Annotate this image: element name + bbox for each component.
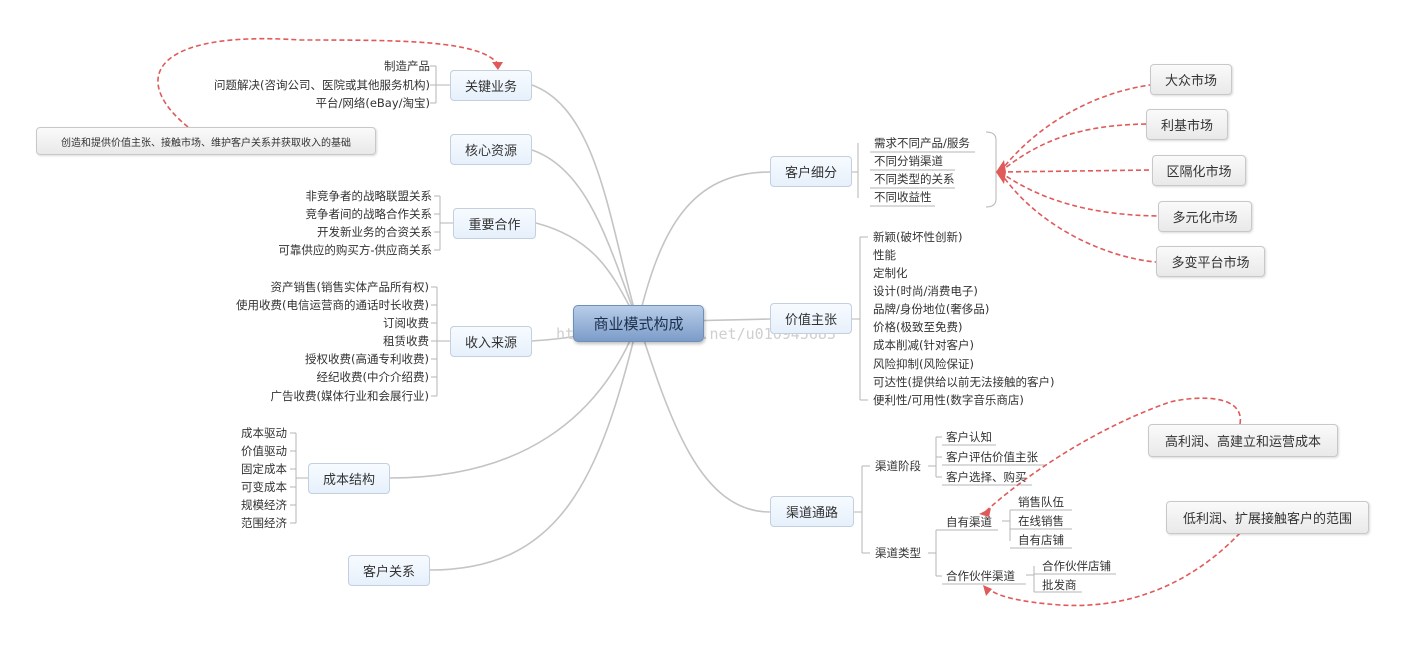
leaf-cost-4: 可变成本: [241, 480, 287, 494]
leaf-value-1: 新颖(破坏性创新): [873, 230, 963, 244]
node-key-activities[interactable]: 关键业务: [450, 70, 532, 101]
leaf-value-5: 品牌/身份地位(奢侈品): [873, 302, 990, 316]
node-customer-segments[interactable]: 客户细分: [770, 156, 852, 187]
leaf-cost-3: 固定成本: [241, 462, 287, 476]
leaf-value-3: 定制化: [873, 266, 908, 280]
node-cost-structure[interactable]: 成本结构: [308, 463, 390, 494]
leaf-stage-3: 客户选择、购买: [946, 470, 1027, 484]
node-customer-relationships[interactable]: 客户关系: [348, 555, 430, 586]
leaf-value-8: 风险抑制(风险保证): [873, 357, 974, 371]
leaf-stage-2: 客户评估价值主张: [946, 450, 1038, 464]
node-value-propositions[interactable]: 价值主张: [770, 303, 852, 334]
note-low-profit[interactable]: 低利润、扩展接触客户的范围: [1166, 501, 1369, 534]
leaf-key-activity-2: 问题解决(咨询公司、医院或其他服务机构): [214, 78, 430, 92]
channel-stage-label: 渠道阶段: [875, 459, 921, 473]
leaf-partner-1: 非竞争者的战略联盟关系: [305, 189, 433, 203]
leaf-segment-1: 需求不同产品/服务: [874, 136, 970, 150]
market-segmented[interactable]: 区隔化市场: [1152, 155, 1246, 186]
note-high-profit[interactable]: 高利润、高建立和运营成本: [1148, 424, 1338, 457]
leaf-value-6: 价格(极致至免费): [873, 320, 963, 334]
leaf-cost-6: 范围经济: [241, 516, 287, 530]
leaf-revenue-4: 租赁收费: [383, 334, 429, 348]
leaf-partner-3: 开发新业务的合资关系: [317, 225, 432, 239]
node-key-partners[interactable]: 重要合作: [453, 208, 536, 239]
leaf-partner-channel-2: 批发商: [1042, 578, 1077, 592]
leaf-revenue-7: 广告收费(媒体行业和会展行业): [270, 389, 429, 403]
node-channels[interactable]: 渠道通路: [770, 496, 854, 527]
market-niche[interactable]: 利基市场: [1146, 109, 1228, 140]
leaf-value-4: 设计(时尚/消费电子): [873, 284, 978, 298]
leaf-value-10: 便利性/可用性(数字音乐商店): [873, 393, 1024, 407]
leaf-value-7: 成本削减(针对客户): [873, 338, 974, 352]
leaf-segment-2: 不同分销渠道: [874, 154, 943, 168]
leaf-key-activity-1: 制造产品: [384, 59, 430, 73]
leaf-segment-3: 不同类型的关系: [874, 172, 955, 186]
leaf-cost-5: 规模经济: [241, 498, 287, 512]
leaf-revenue-3: 订阅收费: [383, 316, 429, 330]
leaf-segment-4: 不同收益性: [874, 190, 932, 204]
leaf-revenue-2: 使用收费(电信运营商的通话时长收费): [236, 298, 429, 312]
leaf-revenue-1: 资产销售(销售实体产品所有权): [270, 280, 429, 294]
leaf-revenue-6: 经纪收费(中介介绍费): [316, 370, 429, 384]
market-diversified[interactable]: 多元化市场: [1158, 201, 1252, 232]
node-key-resources[interactable]: 核心资源: [450, 134, 532, 165]
root-node[interactable]: 商业模式构成: [573, 305, 704, 342]
leaf-value-9: 可达性(提供给以前无法接触的客户): [873, 375, 1055, 389]
leaf-revenue-5: 授权收费(高通专利收费): [305, 352, 429, 366]
channel-type-label: 渠道类型: [875, 546, 921, 560]
leaf-own-1: 销售队伍: [1018, 495, 1064, 509]
market-multisided[interactable]: 多变平台市场: [1156, 246, 1265, 277]
note-foundation[interactable]: 创造和提供价值主张、接触市场、维护客户关系并获取收入的基础: [36, 127, 376, 155]
leaf-own-2: 在线销售: [1018, 514, 1064, 528]
leaf-cost-2: 价值驱动: [241, 444, 287, 458]
leaf-partner-channel-1: 合作伙伴店铺: [1042, 559, 1111, 573]
leaf-stage-1: 客户认知: [946, 430, 992, 444]
leaf-value-2: 性能: [873, 248, 896, 262]
channel-own-label: 自有渠道: [946, 515, 992, 529]
leaf-cost-1: 成本驱动: [241, 426, 287, 440]
node-revenue-streams[interactable]: 收入来源: [450, 326, 532, 357]
leaf-key-activity-3: 平台/网络(eBay/淘宝): [315, 96, 430, 110]
leaf-partner-2: 竞争者间的战略合作关系: [305, 207, 433, 221]
channel-partner-label: 合作伙伴渠道: [946, 569, 1015, 583]
leaf-partner-4: 可靠供应的购买方-供应商关系: [278, 243, 432, 257]
market-mass[interactable]: 大众市场: [1150, 64, 1232, 95]
leaf-own-3: 自有店铺: [1018, 533, 1064, 547]
